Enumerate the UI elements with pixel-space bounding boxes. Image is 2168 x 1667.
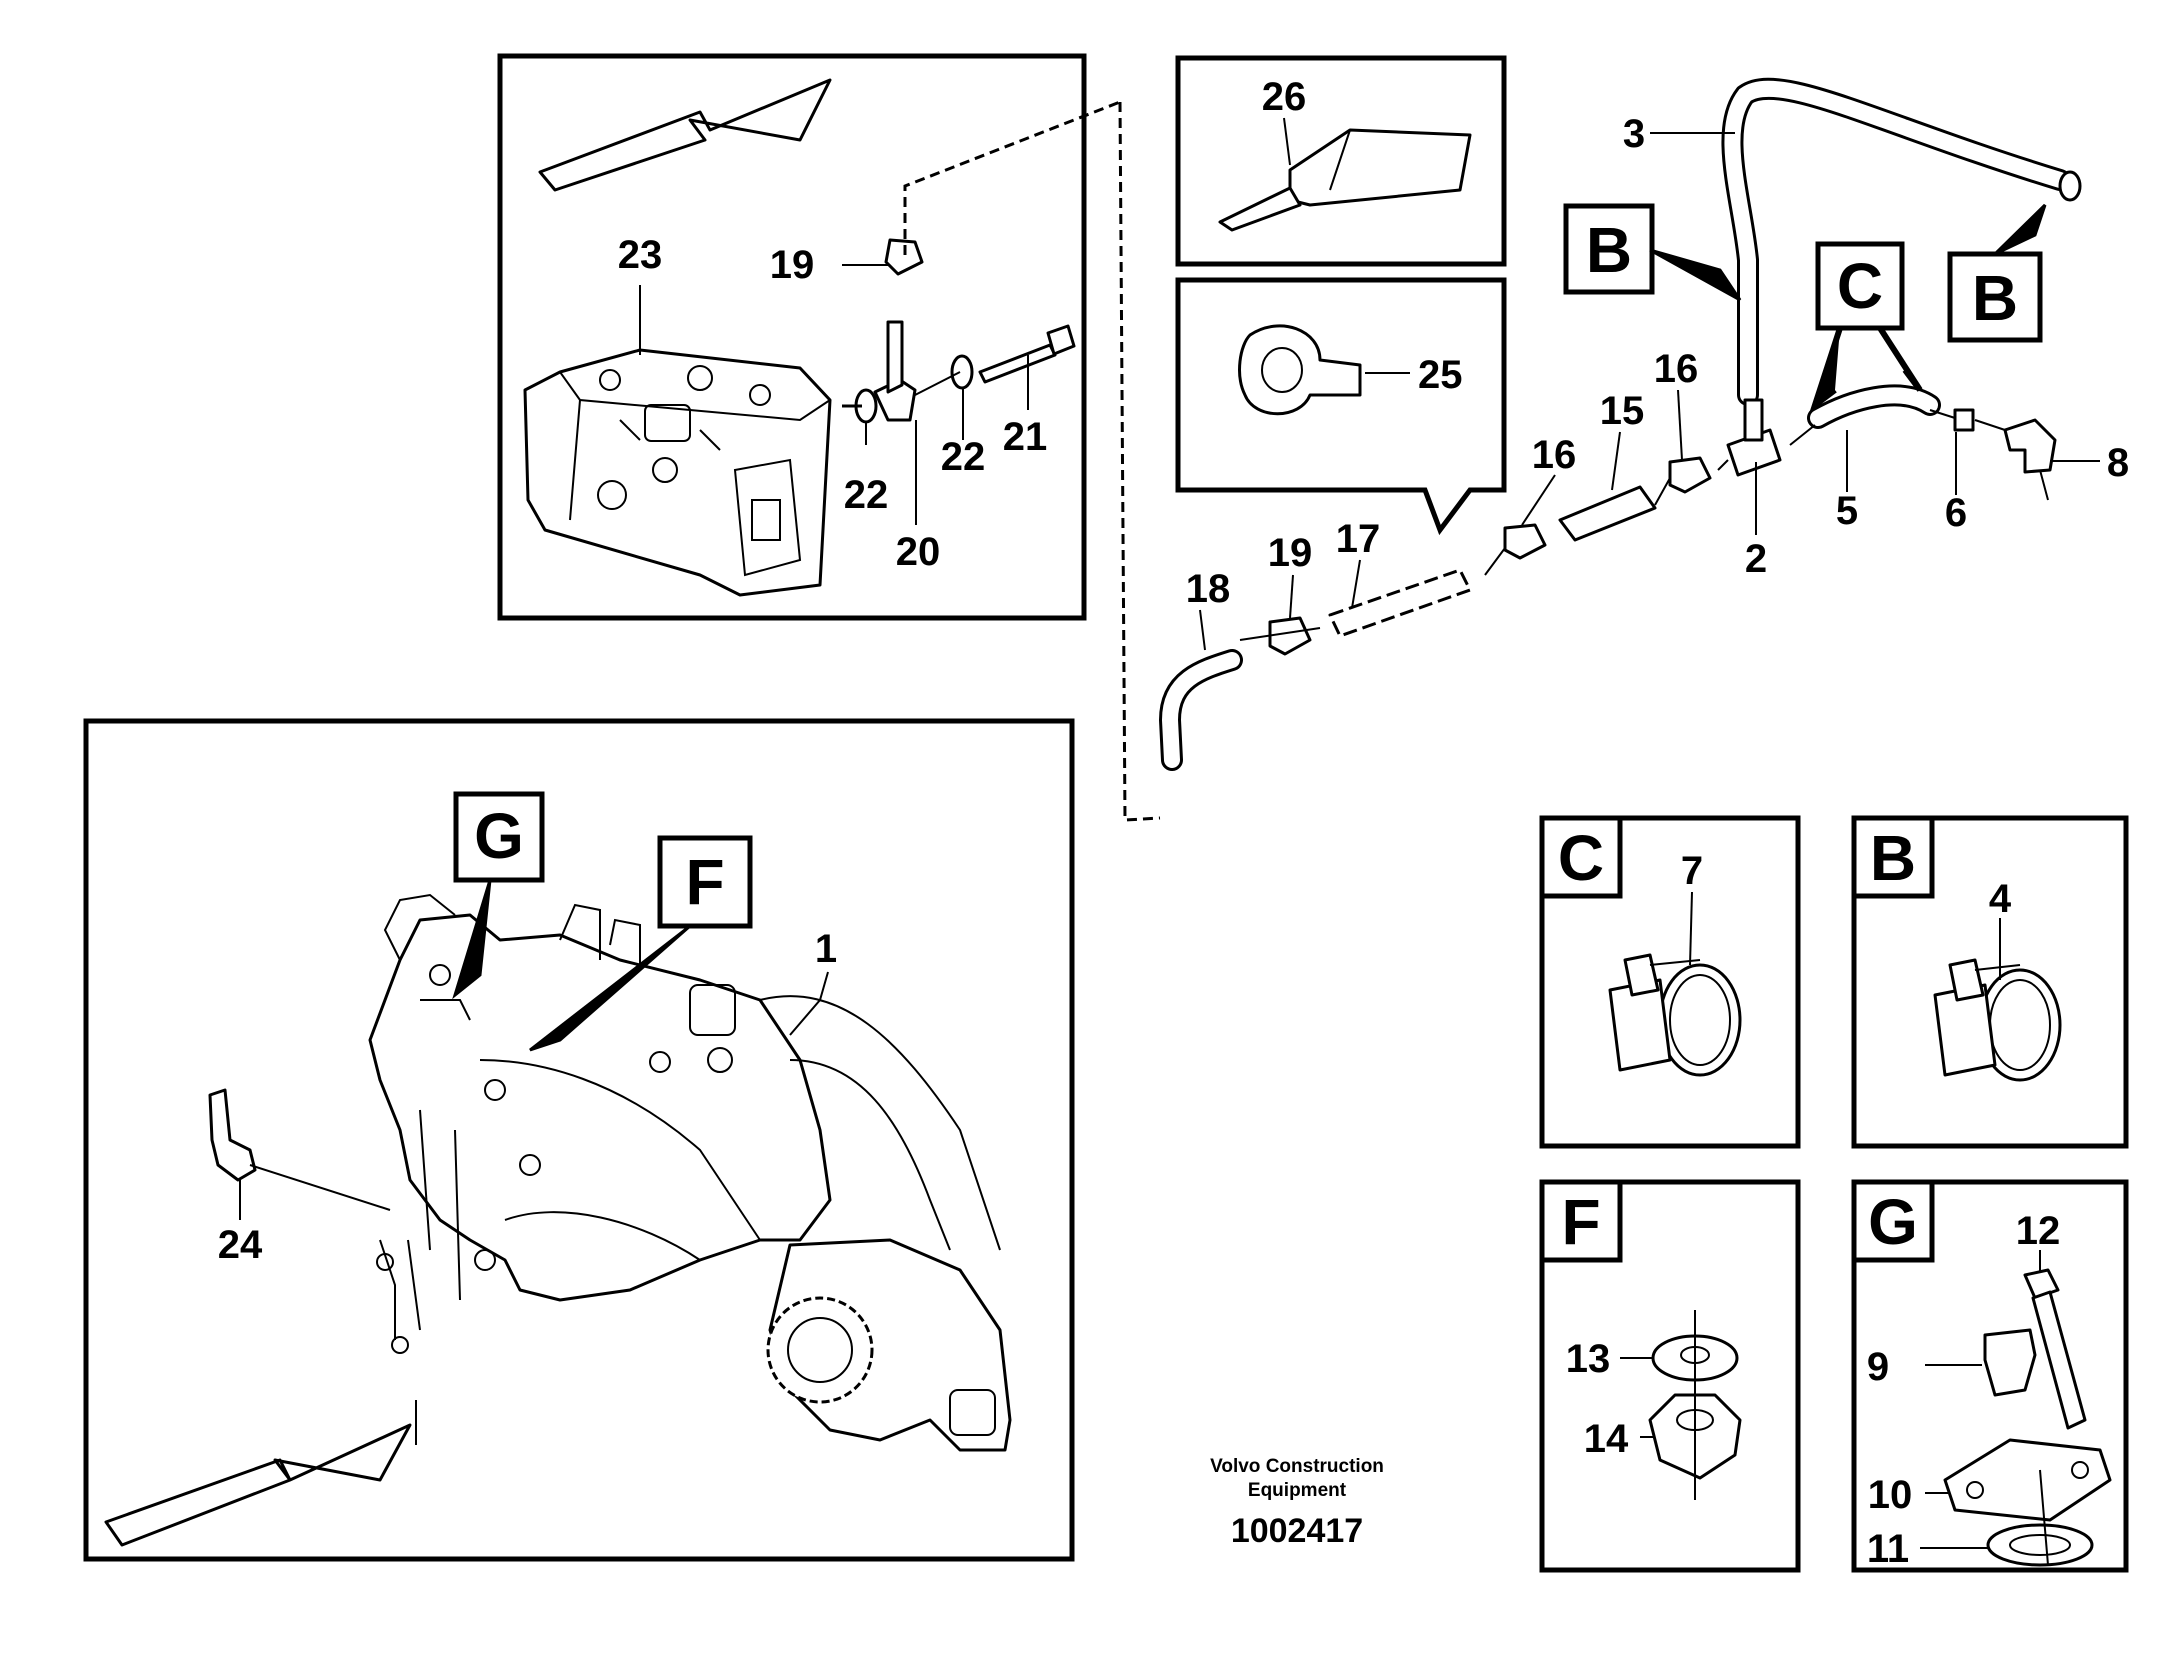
callout-f-main-text: F: [685, 846, 724, 918]
detail-g-panel: G 12 9 10 11: [1851, 1179, 2129, 1573]
detail-f-panel: F 13 14: [1539, 1179, 1801, 1573]
drawing-number: 1002417: [1231, 1512, 1363, 1550]
label-12: 12: [2016, 1209, 2061, 1253]
label-25: 25: [1418, 353, 1463, 397]
label-3: 3: [1623, 112, 1645, 156]
direction-arrow-bottom: [104, 1423, 412, 1547]
detail-letter-box: [1851, 1179, 1935, 1263]
clip-25: [1238, 324, 1362, 416]
label-17: 17: [1336, 517, 1381, 561]
detail-letter-box: [1851, 815, 1935, 899]
label-9: 9: [1867, 1345, 1889, 1389]
hose-15: [1558, 485, 1657, 542]
hose-assembly: B C B 3 2 5 6 8 16 15 16 17 19 18: [1158, 77, 2129, 771]
label-23: 23: [618, 233, 663, 277]
detail-c-panel: C 7: [1539, 815, 1801, 1149]
detail-b-panel: B 4: [1851, 815, 2129, 1149]
flange-10: [1943, 1438, 2112, 1522]
elbow-24: [208, 1088, 257, 1182]
detail-letter-box: [1539, 815, 1623, 899]
dashed-connection: [1118, 101, 1161, 822]
cylinder-head-panel: 23 19 22 22 21 20: [497, 53, 1121, 621]
label-8: 8: [2107, 441, 2129, 485]
label-7: 7: [1681, 849, 1703, 893]
callout-c-top-text: C: [1837, 250, 1883, 322]
label-16a: 16: [1654, 347, 1699, 391]
detail-g-letter: G: [1868, 1186, 1918, 1258]
company-name-line1: Volvo Construction: [1210, 1456, 1384, 1477]
detail-b-letter: B: [1870, 822, 1916, 894]
label-20: 20: [896, 530, 941, 574]
clamp-19b: [1268, 616, 1312, 656]
clamp-16b: [1503, 523, 1547, 560]
cylinder-head-23: [523, 348, 832, 597]
label-5: 5: [1836, 489, 1858, 533]
callout-b-top1: [1563, 203, 1655, 295]
bolt-12: [2023, 1268, 2087, 1430]
callout-g-main-text: G: [474, 800, 524, 872]
label-22b: 22: [941, 435, 986, 479]
detail-f-letter: F: [1561, 1186, 1600, 1258]
engine-panel: G F 1 24: [83, 718, 1075, 1562]
clip-panel: 25: [1175, 277, 1507, 536]
label-10: 10: [1868, 1473, 1913, 1517]
hose-clamp-7: [1608, 953, 1742, 1077]
label-24: 24: [218, 1223, 263, 1267]
panel-frame: [1175, 277, 1507, 536]
company-name-line2: Equipment: [1248, 1480, 1347, 1501]
label-15: 15: [1600, 389, 1645, 433]
label-1: 1: [815, 927, 837, 971]
plug-9: [1983, 1328, 2037, 1397]
hose-17: [1328, 568, 1472, 638]
label-13: 13: [1566, 1337, 1611, 1381]
housing-1: [368, 893, 1001, 1302]
gear-wheel: [766, 1238, 1012, 1452]
label-22a: 22: [844, 473, 889, 517]
label-19b: 19: [1268, 531, 1313, 575]
label-16b: 16: [1532, 433, 1577, 477]
label-11: 11: [1867, 1527, 1909, 1571]
label-6: 6: [1945, 491, 1967, 535]
detail-letter-box: [1539, 1179, 1623, 1263]
label-14: 14: [1584, 1417, 1629, 1461]
callout-f-main: [657, 835, 753, 929]
washer-22b: [950, 354, 974, 390]
callout-c-top: [1815, 241, 1905, 331]
callout-b-top2-text: B: [1972, 262, 2018, 334]
callout-g-main: [453, 791, 545, 883]
label-21: 21: [1003, 415, 1048, 459]
label-26: 26: [1262, 75, 1307, 119]
elbow-8: [2003, 418, 2057, 474]
label-2: 2: [1745, 537, 1767, 581]
callout-b-top1-text: B: [1586, 214, 1632, 286]
nipple-6: [1953, 408, 1975, 432]
sealant-panel: 26: [1175, 55, 1507, 267]
clamp-19a: [884, 238, 924, 276]
direction-arrow-top: [538, 78, 832, 192]
detail-c-letter: C: [1558, 822, 1604, 894]
clamp-16a: [1668, 456, 1712, 494]
hose-clamp-4: [1933, 958, 2062, 1082]
caption-block: Volvo Construction Equipment 1002417: [1210, 1456, 1384, 1550]
label-18: 18: [1186, 567, 1231, 611]
label-19a: 19: [770, 243, 815, 287]
gasket-11: [1986, 1523, 2094, 1567]
label-4: 4: [1989, 877, 2012, 921]
